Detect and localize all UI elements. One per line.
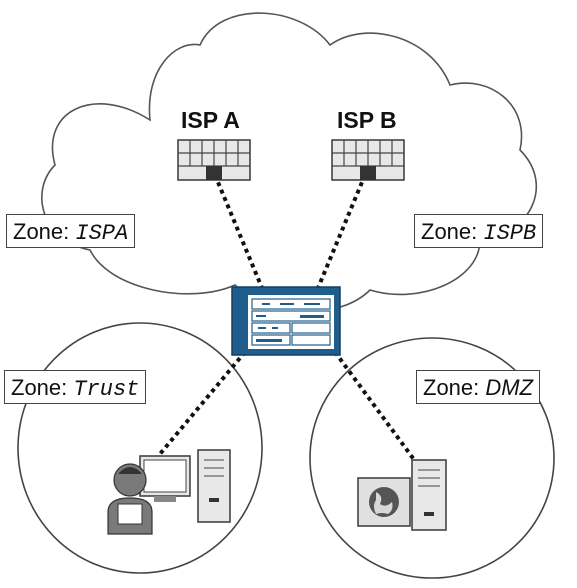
zone-name: Trust (73, 377, 140, 402)
zone-prefix: Zone: (11, 375, 74, 400)
zone-label-ispa: Zone: ISPA (6, 214, 136, 248)
zone-name: DMZ (485, 375, 534, 400)
isp-b-label: ISP B (337, 107, 397, 133)
zone-prefix: Zone: (421, 219, 484, 244)
workstation-icon (107, 449, 231, 535)
globe-icon (357, 477, 411, 527)
trust-zone-circle (17, 322, 263, 574)
internet-cloud (41, 12, 538, 313)
zone-prefix: Zone: (423, 375, 486, 400)
server-icon (411, 459, 447, 531)
router-icon (331, 139, 405, 181)
isp-a-label: ISP A (181, 107, 240, 133)
zone-label-trust: Zone: Trust (4, 370, 147, 404)
firewall-icon (231, 286, 341, 356)
zone-name: ISPA (75, 221, 129, 246)
zone-prefix: Zone: (13, 219, 76, 244)
zone-label-ispb: Zone: ISPB (414, 214, 544, 248)
zone-name: ISPB (483, 221, 537, 246)
router-icon (177, 139, 251, 181)
zone-label-dmz: Zone: DMZ (416, 370, 541, 404)
